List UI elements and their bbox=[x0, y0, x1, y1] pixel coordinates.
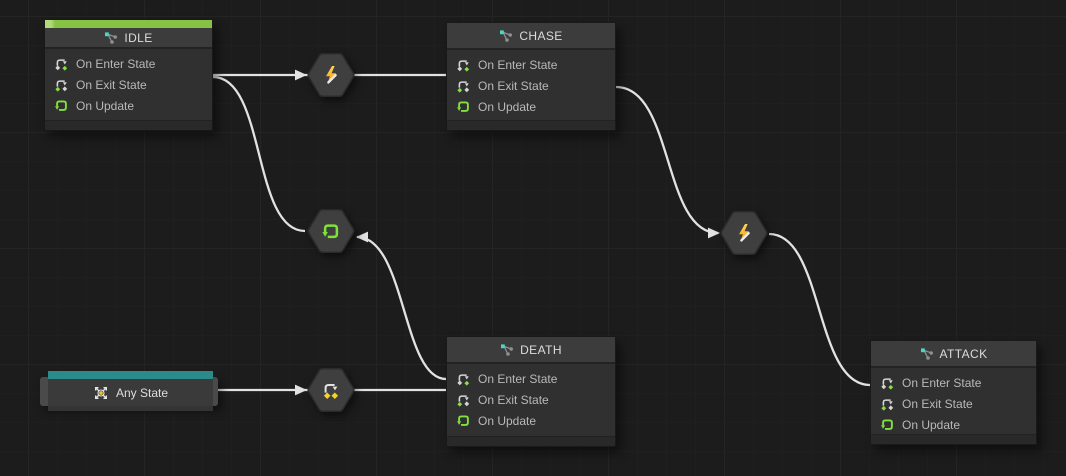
state-node-header[interactable]: CHASE bbox=[447, 23, 615, 50]
node-footer bbox=[48, 406, 213, 411]
start-state-bar bbox=[45, 20, 212, 28]
event-row: On Update bbox=[447, 410, 615, 431]
transition-chase-to-attack[interactable] bbox=[718, 210, 770, 256]
bolt-event-icon bbox=[320, 64, 342, 86]
any-state-bar bbox=[48, 371, 213, 379]
event-label: On Update bbox=[478, 99, 537, 114]
node-footer bbox=[447, 436, 615, 446]
event-label: On Exit State bbox=[902, 396, 973, 411]
on-exit-state-icon bbox=[456, 78, 471, 93]
state-node-attack[interactable]: ATTACK On Enter State On Exit State On U… bbox=[870, 340, 1037, 445]
event-row: On Exit State bbox=[871, 393, 1036, 414]
state-node-death[interactable]: DEATH On Enter State On Exit State On Up… bbox=[446, 336, 616, 447]
on-enter-state-icon bbox=[54, 56, 69, 71]
on-update-icon bbox=[456, 99, 471, 114]
any-state-icon bbox=[93, 385, 109, 401]
event-label: On Enter State bbox=[478, 57, 558, 72]
event-row: On Enter State bbox=[447, 368, 615, 389]
state-node-header[interactable]: ATTACK bbox=[871, 341, 1036, 368]
event-row: On Exit State bbox=[447, 75, 615, 96]
node-footer bbox=[447, 120, 615, 130]
event-row: On Exit State bbox=[45, 74, 212, 95]
any-state-node[interactable]: Any State bbox=[40, 371, 218, 411]
transition-death-to-idle[interactable] bbox=[305, 208, 357, 254]
event-label: On Update bbox=[76, 98, 135, 113]
state-event-icon bbox=[320, 379, 342, 401]
state-title: CHASE bbox=[519, 28, 563, 43]
event-row: On Enter State bbox=[45, 53, 212, 74]
state-node-header[interactable]: DEATH bbox=[447, 337, 615, 364]
event-row: On Update bbox=[45, 95, 212, 116]
arrowhead-icon bbox=[708, 227, 720, 239]
on-enter-state-icon bbox=[456, 57, 471, 72]
state-title: Any State bbox=[115, 385, 169, 400]
arrowhead-icon bbox=[356, 231, 368, 243]
transition-idle-to-chase[interactable] bbox=[305, 52, 357, 98]
on-update-icon bbox=[54, 98, 69, 113]
node-footer bbox=[45, 120, 212, 130]
state-icon bbox=[920, 347, 934, 361]
on-exit-state-icon bbox=[456, 392, 471, 407]
event-row: On Enter State bbox=[447, 54, 615, 75]
on-enter-state-icon bbox=[456, 371, 471, 386]
transition-anystate-to-death[interactable] bbox=[305, 367, 357, 413]
state-node-header[interactable]: IDLE bbox=[45, 28, 212, 49]
node-footer bbox=[871, 434, 1036, 444]
on-update-icon bbox=[880, 417, 895, 432]
state-icon bbox=[500, 343, 514, 357]
event-row: On Update bbox=[871, 414, 1036, 435]
event-row: On Update bbox=[447, 96, 615, 117]
event-label: On Exit State bbox=[76, 77, 147, 92]
on-update-icon bbox=[456, 413, 471, 428]
edge-bolt-hex-to-attack[interactable] bbox=[768, 232, 871, 387]
any-state-header[interactable]: Any State bbox=[48, 379, 213, 406]
state-title: DEATH bbox=[520, 342, 562, 357]
state-title: ATTACK bbox=[939, 346, 988, 361]
event-label: On Enter State bbox=[478, 371, 558, 386]
state-icon bbox=[104, 31, 118, 45]
state-node-chase[interactable]: CHASE On Enter State On Exit State On Up… bbox=[446, 22, 616, 131]
bolt-event-icon bbox=[733, 222, 755, 244]
state-node-idle[interactable]: IDLE On Enter State On Exit State On Upd… bbox=[44, 19, 213, 131]
event-label: On Exit State bbox=[478, 78, 549, 93]
edge-death-to-update-hex[interactable] bbox=[356, 235, 447, 381]
update-event-icon bbox=[321, 221, 341, 241]
on-exit-state-icon bbox=[54, 77, 69, 92]
event-label: On Enter State bbox=[76, 56, 156, 71]
on-enter-state-icon bbox=[880, 375, 895, 390]
on-exit-state-icon bbox=[880, 396, 895, 411]
event-label: On Update bbox=[902, 417, 961, 432]
edge-chase-to-bolt-hex[interactable] bbox=[615, 85, 719, 235]
event-row: On Exit State bbox=[447, 389, 615, 410]
edge-update-hex-to-idle[interactable] bbox=[212, 75, 306, 233]
arrowhead-icon bbox=[295, 384, 307, 396]
state-icon bbox=[499, 29, 513, 43]
arrowhead-icon bbox=[295, 69, 307, 81]
event-label: On Exit State bbox=[478, 392, 549, 407]
event-label: On Update bbox=[478, 413, 537, 428]
event-label: On Enter State bbox=[902, 375, 982, 390]
state-title: IDLE bbox=[124, 30, 153, 45]
event-row: On Enter State bbox=[871, 372, 1036, 393]
